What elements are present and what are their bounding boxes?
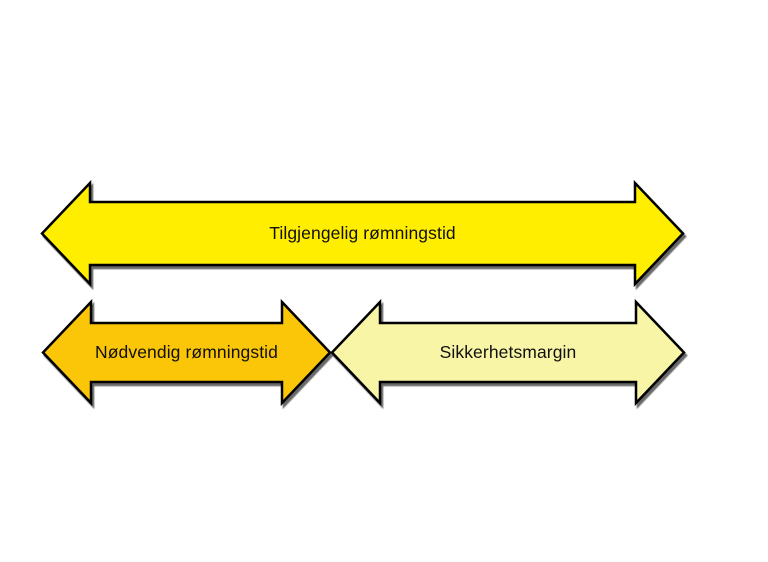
arrow-required-evacuation-time: Nødvendig rømningstid — [41, 298, 332, 407]
double-arrow-shape — [40, 179, 685, 288]
double-arrow-shape — [330, 298, 686, 407]
arrow-label-available-evacuation-time: Tilgjengelig rømningstid — [269, 222, 456, 243]
double-arrow-shape — [41, 298, 332, 407]
double-arrow-polygon — [330, 298, 686, 407]
double-arrow-polygon — [41, 298, 332, 407]
arrow-safety-margin: Sikkerhetsmargin — [330, 298, 686, 407]
double-arrow-polygon — [40, 179, 685, 288]
arrow-label-required-evacuation-time: Nødvendig rømningstid — [94, 341, 278, 362]
arrow-label-safety-margin: Sikkerhetsmargin — [439, 341, 577, 362]
arrow-available-evacuation-time: Tilgjengelig rømningstid — [40, 179, 685, 288]
